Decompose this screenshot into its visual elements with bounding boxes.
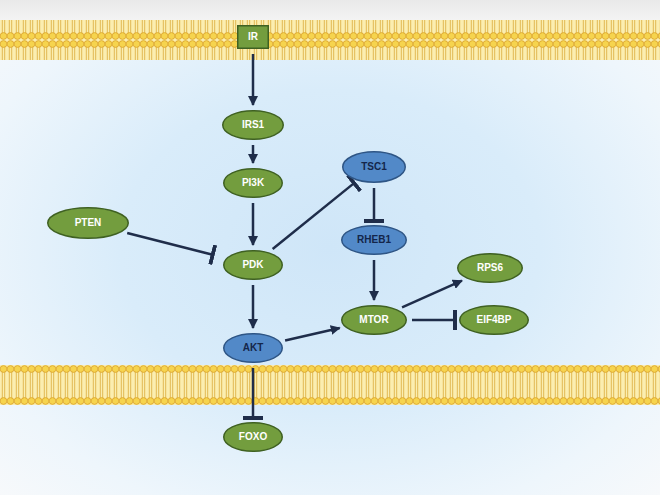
node-outline [224, 334, 283, 363]
node-outline [224, 169, 283, 198]
protein-label: PI3K [242, 178, 264, 188]
node-outline [224, 423, 283, 452]
receptor-box: IR [237, 25, 269, 49]
protein-label: MTOR [359, 315, 388, 325]
protein-node: MTOR [341, 305, 407, 335]
inhibition-connector [127, 233, 213, 255]
protein-node: FOXO [223, 422, 283, 452]
protein-label: EIF4BP [476, 315, 511, 325]
activation-arrow [252, 54, 255, 105]
activation-arrow [252, 145, 255, 163]
protein-node: AKT [223, 333, 283, 363]
inhibition-connector [412, 319, 455, 322]
node-outline [238, 26, 269, 49]
protein-node: RPS6 [457, 253, 523, 283]
node-outline [224, 251, 283, 280]
plasma-membrane-lipids [0, 20, 660, 60]
activation-arrow [402, 281, 462, 308]
protein-label: FOXO [239, 432, 267, 442]
protein-node: IRS1 [222, 110, 284, 140]
nuclear-membrane [0, 365, 660, 405]
node-outline [458, 254, 523, 283]
activation-arrow [373, 260, 376, 300]
protein-label: RPS6 [477, 263, 503, 273]
protein-node: PI3K [223, 168, 283, 198]
nuclear-membrane-lipids [0, 365, 660, 405]
protein-node: TSC1 [342, 151, 406, 183]
node-outline [48, 208, 129, 239]
node-outline [343, 152, 406, 183]
protein-node: PDK [223, 250, 283, 280]
inhibition-connector [373, 188, 376, 221]
protein-node: RHEB1 [341, 225, 407, 255]
extracellular-space [0, 0, 660, 22]
protein-label: TSC1 [361, 162, 387, 172]
node-outline [460, 306, 529, 335]
protein-node: EIF4BP [459, 305, 529, 335]
protein-label: IR [248, 32, 258, 42]
protein-label: RHEB1 [357, 235, 391, 245]
activation-arrow [252, 285, 255, 328]
activation-arrow [252, 203, 255, 245]
node-outline [342, 226, 407, 255]
activation-arrow [285, 328, 340, 341]
protein-label: PDK [242, 260, 263, 270]
protein-label: AKT [243, 343, 264, 353]
plasma-membrane [0, 20, 660, 60]
protein-node: PTEN [47, 207, 129, 239]
node-outline [223, 111, 284, 140]
protein-label: PTEN [75, 218, 102, 228]
inhibition-connector [252, 368, 255, 418]
protein-label: IRS1 [242, 120, 264, 130]
node-outline [342, 306, 407, 335]
